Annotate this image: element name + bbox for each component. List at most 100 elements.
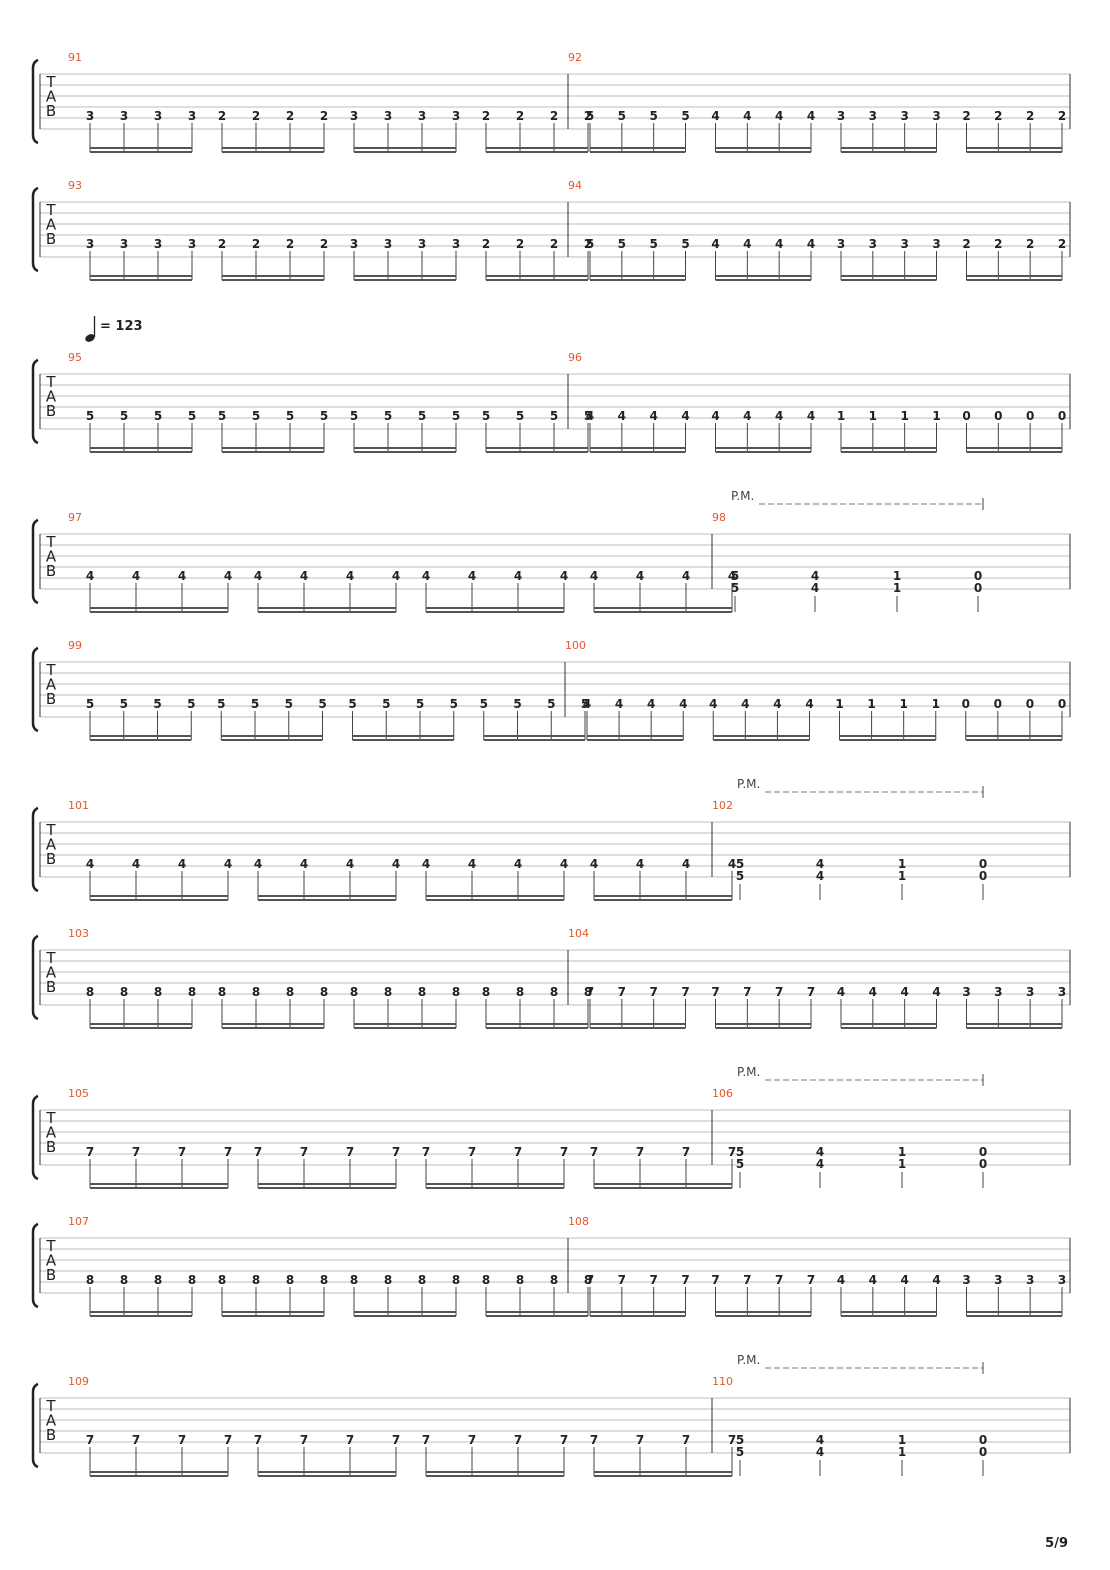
measure-number: 103	[68, 927, 89, 940]
fret-number: 8	[218, 985, 226, 999]
fret-number: 8	[320, 985, 328, 999]
fret-number: 5	[584, 409, 592, 423]
fret-number: 7	[636, 1145, 644, 1159]
fret-number: 1	[900, 409, 908, 423]
fret-number: 5	[581, 697, 589, 711]
fret-number: 4	[711, 237, 719, 251]
fret-number: 4	[743, 237, 751, 251]
tab-clef-letter: A	[46, 964, 57, 982]
fret-number: 8	[452, 985, 460, 999]
fret-number: 4	[254, 857, 262, 871]
fret-number: 5	[736, 869, 744, 883]
fret-number: 2	[482, 109, 490, 123]
fret-number: 5	[618, 109, 626, 123]
fret-number: 7	[728, 1145, 736, 1159]
fret-number: 0	[994, 409, 1002, 423]
fret-number: 8	[482, 1273, 490, 1287]
palm-mute-label: P.M.	[737, 1065, 760, 1079]
fret-number: 5	[350, 409, 358, 423]
fret-number: 0	[1026, 409, 1034, 423]
system-bracket	[31, 646, 39, 733]
fret-number: 5	[550, 409, 558, 423]
measure-number: 109	[68, 1375, 89, 1388]
fret-number: 7	[86, 1145, 94, 1159]
measure-number: 99	[68, 639, 82, 652]
tab-clef-letter: T	[45, 373, 56, 391]
fret-number: 4	[590, 857, 598, 871]
fret-number: 8	[350, 1273, 358, 1287]
system-bracket	[31, 58, 39, 145]
fret-number: 8	[120, 1273, 128, 1287]
fret-number: 3	[86, 109, 94, 123]
fret-number: 4	[224, 857, 232, 871]
fret-number: 5	[482, 409, 490, 423]
tab-clef-letter: T	[45, 949, 56, 967]
fret-number: 4	[682, 857, 690, 871]
fret-number: 8	[482, 985, 490, 999]
fret-number: 0	[994, 697, 1002, 711]
tab-clef-letter: B	[46, 102, 56, 120]
fret-number: 5	[416, 697, 424, 711]
fret-number: 5	[513, 697, 521, 711]
fret-number: 7	[224, 1145, 232, 1159]
fret-number: 7	[346, 1433, 354, 1447]
fret-number: 4	[590, 569, 598, 583]
fret-number: 0	[979, 1445, 987, 1459]
measure-number: 101	[68, 799, 89, 812]
tab-clef-letter: T	[45, 661, 56, 679]
fret-number: 5	[86, 409, 94, 423]
fret-number: 4	[560, 569, 568, 583]
fret-number: 4	[775, 409, 783, 423]
tab-clef-letter: B	[46, 402, 56, 420]
fret-number: 3	[900, 237, 908, 251]
fret-number: 0	[1026, 697, 1034, 711]
fret-number: 7	[392, 1145, 400, 1159]
fret-number: 2	[320, 109, 328, 123]
fret-number: 4	[618, 409, 626, 423]
fret-number: 4	[422, 857, 430, 871]
fret-number: 4	[711, 409, 719, 423]
tab-clef-letter: T	[45, 1397, 56, 1415]
fret-number: 4	[728, 569, 736, 583]
fret-number: 5	[681, 237, 689, 251]
fret-number: 3	[154, 109, 162, 123]
system-bracket	[31, 518, 39, 605]
fret-number: 8	[350, 985, 358, 999]
tab-clef-letter: A	[46, 216, 57, 234]
fret-number: 4	[900, 985, 908, 999]
fret-number: 4	[636, 857, 644, 871]
fret-number: 7	[224, 1433, 232, 1447]
fret-number: 3	[452, 237, 460, 251]
fret-number: 7	[254, 1433, 262, 1447]
measure-number: 106	[712, 1087, 733, 1100]
fret-number: 8	[384, 1273, 392, 1287]
fret-number: 0	[1058, 697, 1066, 711]
measure-number: 100	[565, 639, 586, 652]
fret-number: 4	[816, 1433, 824, 1447]
fret-number: 2	[550, 237, 558, 251]
fret-number: 1	[867, 697, 875, 711]
fret-number: 7	[682, 1433, 690, 1447]
fret-number: 5	[618, 237, 626, 251]
fret-number: 7	[422, 1433, 430, 1447]
fret-number: 4	[900, 1273, 908, 1287]
fret-number: 7	[560, 1145, 568, 1159]
fret-number: 8	[188, 1273, 196, 1287]
tab-clef-letter: B	[46, 978, 56, 996]
fret-number: 5	[736, 1145, 744, 1159]
fret-number: 4	[178, 857, 186, 871]
fret-number: 1	[898, 1157, 906, 1171]
fret-number: 1	[898, 1445, 906, 1459]
tab-clef-letter: T	[45, 1237, 56, 1255]
fret-number: 8	[154, 985, 162, 999]
system-bracket	[31, 806, 39, 893]
fret-number: 4	[583, 697, 591, 711]
fret-number: 3	[1026, 1273, 1034, 1287]
fret-number: 8	[550, 985, 558, 999]
fret-number: 3	[452, 109, 460, 123]
fret-number: 4	[392, 569, 400, 583]
measure-number: 107	[68, 1215, 89, 1228]
fret-number: 8	[584, 985, 592, 999]
